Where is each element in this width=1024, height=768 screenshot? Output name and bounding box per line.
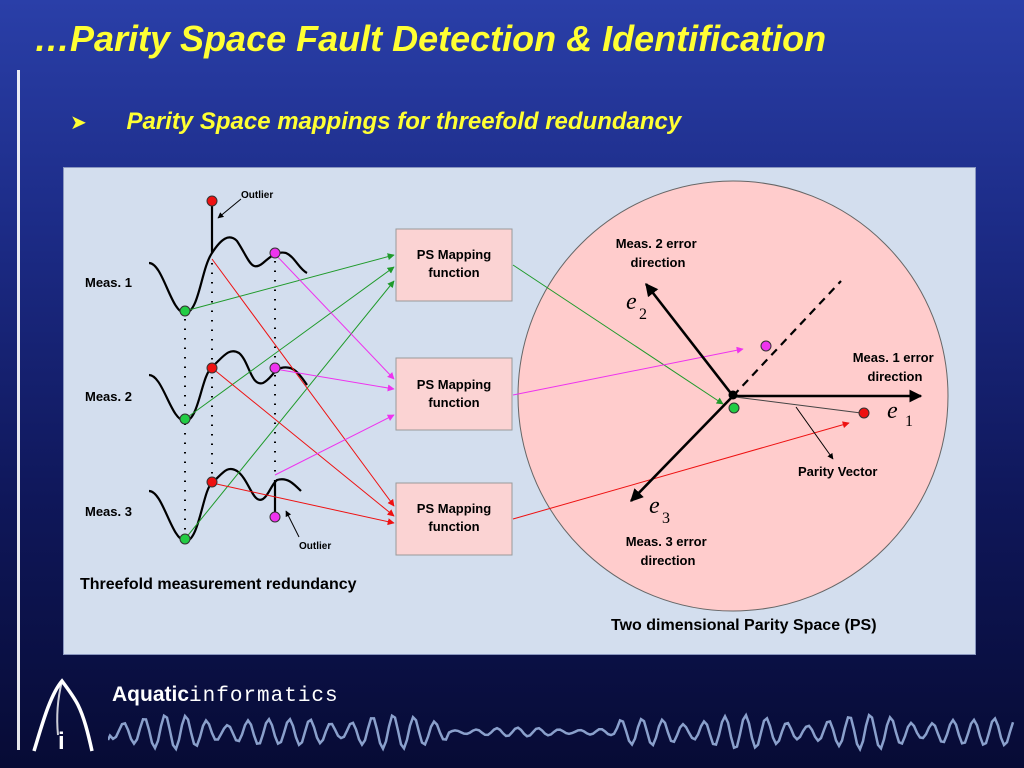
e3-symbol: e: [649, 493, 660, 519]
left-caption: Threefold measurement redundancy: [80, 576, 357, 593]
divider-line: [17, 70, 20, 750]
signal-wave-3: [148, 467, 302, 543]
mapping-box-2: PS Mapping function: [395, 357, 513, 431]
e2-symbol: e: [626, 289, 637, 315]
bullet-text: Parity Space mappings for threefold redu…: [126, 108, 682, 135]
e2-label: Meas. 2 error direction: [616, 236, 701, 270]
e1-label-line-2: direction: [868, 369, 923, 384]
origin-point: [728, 390, 738, 400]
e1-symbol: e: [887, 398, 898, 424]
axis-symbols: e 2 e 1 e 3: [626, 289, 913, 527]
diagram-panel: PS Mapping function PS Mapping function …: [63, 167, 976, 655]
e2-subscript: 2: [639, 306, 647, 323]
slide-title: …Parity Space Fault Detection & Identifi…: [34, 18, 827, 59]
brand-name: Aquaticinformatics: [112, 683, 339, 708]
ps-axes: [630, 282, 923, 502]
right-caption: Two dimensional Parity Space (PS): [611, 617, 877, 634]
mapping-box-1-line-1: PS Mapping: [417, 247, 491, 262]
waveform-decoration-icon: [108, 712, 1015, 753]
brand-bold: Aquatic: [112, 683, 190, 706]
ps-red-point: [858, 407, 870, 419]
mapping-box-1: PS Mapping function: [395, 228, 513, 302]
ps-magenta-point: [760, 340, 772, 352]
e2-label-line-1: Meas. 2 error: [616, 236, 697, 251]
e3-label: Meas. 3 error direction: [626, 534, 711, 568]
arrow-bullet-icon: ➤: [70, 112, 87, 134]
sample-points: [179, 195, 281, 545]
outlier-label-2: Outlier: [299, 541, 331, 552]
signal-wave-1: [148, 236, 308, 315]
e2-label-line-2: direction: [631, 255, 686, 270]
e1-label-line-1: Meas. 1 error: [853, 350, 934, 365]
meas-label-1: Meas. 1: [85, 275, 132, 290]
meas-label-3: Meas. 3: [85, 504, 132, 519]
mapping-box-3: PS Mapping function: [395, 482, 513, 556]
parity-line-dashed: [732, 280, 842, 397]
outlier-label-1: Outlier: [241, 190, 273, 201]
outlier-pointer-2: [285, 510, 300, 538]
e3-subscript: 3: [662, 510, 670, 527]
e1-label: Meas. 1 error direction: [853, 350, 938, 384]
e3-label-line-1: Meas. 3 error: [626, 534, 707, 549]
brand-regular: informatics: [189, 685, 339, 708]
meas-label-2: Meas. 2: [85, 389, 132, 404]
parity-vector-line: [734, 396, 862, 414]
mapping-box-2-line-2: function: [428, 395, 479, 410]
mapping-box-2-line-1: PS Mapping: [417, 377, 491, 392]
ps-green-point: [728, 402, 740, 414]
e1-subscript: 1: [905, 413, 913, 430]
parity-vector-label: Parity Vector: [798, 464, 878, 479]
signal-wave-2: [148, 350, 308, 423]
e3-label-line-2: direction: [641, 553, 696, 568]
outlier-pointer-1: [217, 198, 242, 219]
mapping-box-3-line-2: function: [428, 519, 479, 534]
logo-letter: i: [58, 728, 65, 755]
mapping-box-1-line-2: function: [428, 265, 479, 280]
aquatic-informatics-logo-icon: i: [32, 678, 94, 755]
parity-vector-pointer: [795, 406, 834, 460]
connections: [184, 253, 850, 540]
mapping-box-3-line-1: PS Mapping: [417, 501, 491, 516]
bullet-row: ➤ Parity Space mappings for threefold re…: [70, 108, 681, 136]
parity-space-diagram: PS Mapping function PS Mapping function …: [80, 180, 949, 634]
